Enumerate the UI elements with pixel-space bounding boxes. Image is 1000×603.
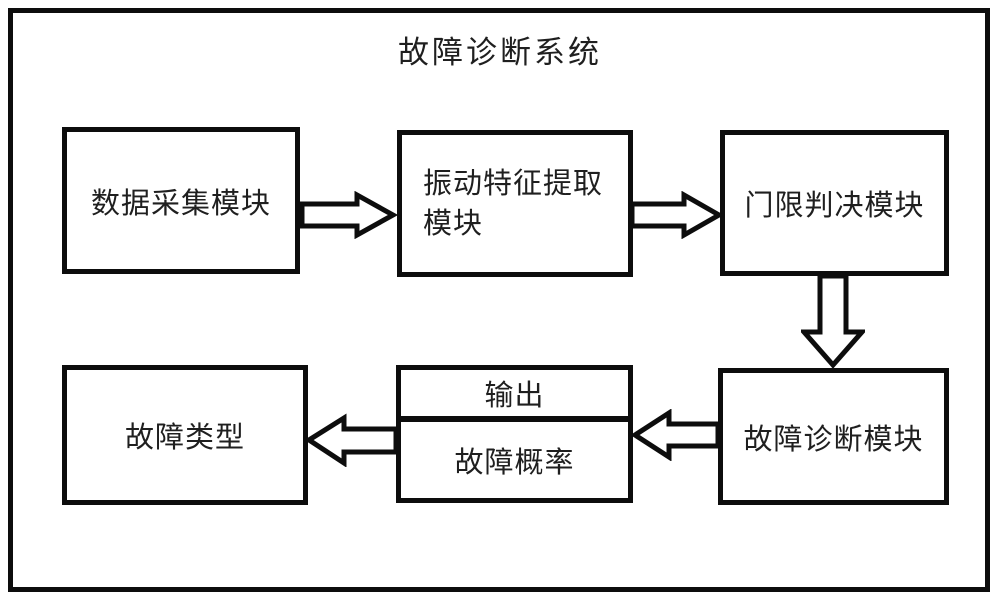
node-label: 故障诊断模块: [743, 421, 924, 456]
node-label-line-1: 振动特征提取: [423, 166, 604, 201]
diagram-title: 故障诊断系统: [398, 35, 602, 71]
node-output-box: 输出 故障概率: [396, 365, 633, 503]
output-box-body: 故障概率: [401, 422, 628, 498]
output-box-header: 输出: [401, 370, 628, 422]
arrow-left-icon: [306, 413, 398, 467]
node-label: 输出: [484, 378, 545, 412]
node-label: 振动特征提取 模块: [402, 164, 603, 242]
arrow-left-icon: [632, 409, 720, 461]
arrow-right-icon: [630, 191, 722, 239]
node-threshold-decision-module: 门限判决模块: [720, 130, 949, 276]
node-fault-diagnosis-module: 故障诊断模块: [718, 368, 949, 505]
node-vibration-feature-extraction-module: 振动特征提取 模块: [397, 130, 633, 277]
arrow-right-icon: [300, 191, 397, 239]
node-label: 门限判决模块: [744, 188, 925, 222]
arrow-down-icon: [801, 274, 865, 368]
node-label-line-2: 模块: [423, 205, 484, 240]
node-fault-type-box: 故障类型: [62, 365, 308, 505]
node-label: 故障概率: [454, 445, 575, 479]
node-label: 数据采集模块: [90, 185, 271, 220]
node-label: 故障类型: [124, 420, 245, 454]
node-data-acquisition-module: 数据采集模块: [62, 127, 300, 274]
